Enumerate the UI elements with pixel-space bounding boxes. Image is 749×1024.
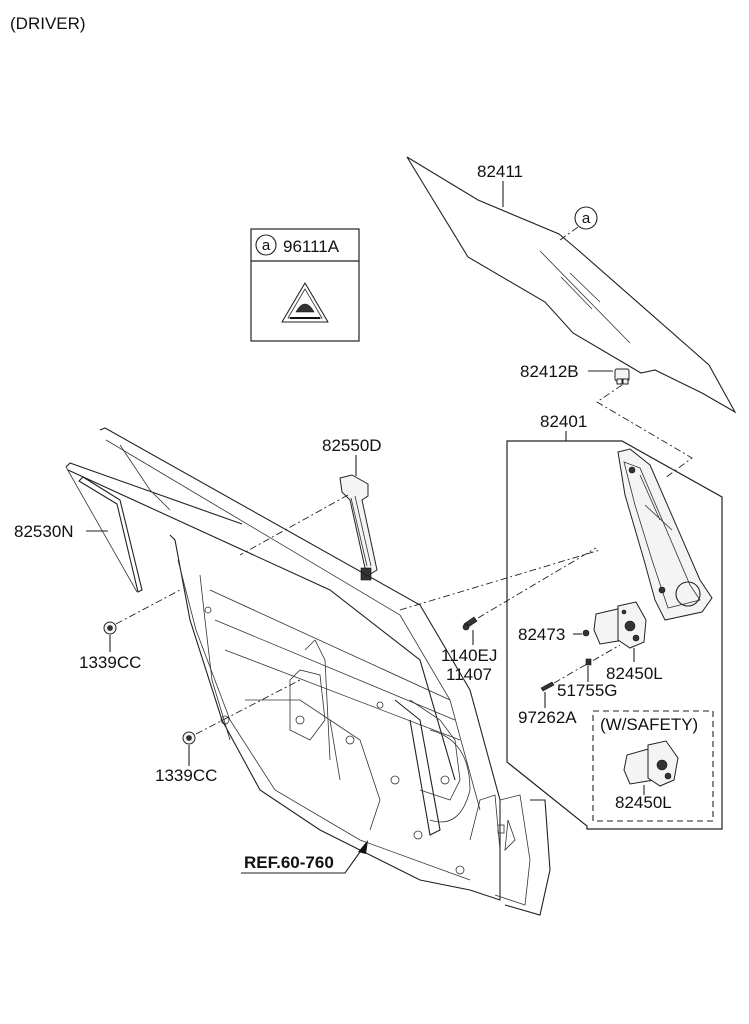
label-1140EJ[interactable]: 1140EJ bbox=[441, 646, 497, 665]
label-82450L[interactable]: 82450L bbox=[606, 664, 663, 683]
glass-callout-marker-icon bbox=[574, 206, 598, 230]
reference-label[interactable]: REF.60-760 bbox=[244, 853, 334, 872]
glass-marker: a bbox=[582, 210, 591, 227]
callout-marker-icon bbox=[255, 234, 277, 256]
part-51755G-grommet[interactable] bbox=[585, 658, 592, 666]
reference-arrow-icon bbox=[358, 840, 368, 854]
door-inner-panel bbox=[67, 427, 551, 916]
label-82401[interactable]: 82401 bbox=[540, 412, 587, 431]
safety-part-number[interactable]: 82450L bbox=[615, 793, 672, 812]
label-82473[interactable]: 82473 bbox=[518, 625, 565, 644]
safety-box-title: (W/SAFETY) bbox=[600, 715, 698, 734]
part-1140EJ-bolt[interactable] bbox=[462, 616, 478, 631]
label-1339CC-upper[interactable]: 1339CC bbox=[79, 653, 141, 672]
part-82412B-clip[interactable] bbox=[614, 368, 630, 385]
part-82450L-motor[interactable] bbox=[593, 601, 647, 649]
regulator-group-bracket bbox=[506, 440, 723, 830]
part-1339CC-nut-lower[interactable] bbox=[182, 731, 196, 745]
part-82473-screw[interactable] bbox=[582, 629, 590, 637]
safety-motor-part[interactable] bbox=[623, 740, 679, 787]
part-82411-glass[interactable] bbox=[406, 156, 737, 414]
label-82530N[interactable]: 82530N bbox=[14, 522, 74, 541]
label-11407[interactable]: 11407 bbox=[446, 665, 492, 684]
legend-part-number[interactable]: 96111A bbox=[283, 237, 340, 256]
part-82530N-weatherstrip[interactable] bbox=[65, 462, 243, 593]
label-82411[interactable]: 82411 bbox=[477, 162, 523, 181]
safety-option-box: (W/SAFETY) 82450L bbox=[592, 710, 714, 822]
diagram-title: (DRIVER) bbox=[10, 14, 86, 33]
part-82550D-channel[interactable] bbox=[339, 474, 378, 581]
label-97262A[interactable]: 97262A bbox=[518, 708, 577, 727]
label-1339CC-lower[interactable]: 1339CC bbox=[155, 766, 217, 785]
label-51755G[interactable]: 51755G bbox=[557, 681, 618, 700]
part-82401-regulator[interactable] bbox=[617, 448, 713, 621]
label-82412B[interactable]: 82412B bbox=[520, 362, 579, 381]
part-1339CC-nut-upper[interactable] bbox=[103, 621, 117, 635]
label-82550D[interactable]: 82550D bbox=[322, 436, 382, 455]
part-97262A-screw[interactable] bbox=[540, 681, 555, 692]
legend-box: a 96111A bbox=[250, 228, 360, 342]
legend-marker: a bbox=[262, 237, 271, 254]
warning-triangle-label-icon bbox=[281, 282, 329, 323]
